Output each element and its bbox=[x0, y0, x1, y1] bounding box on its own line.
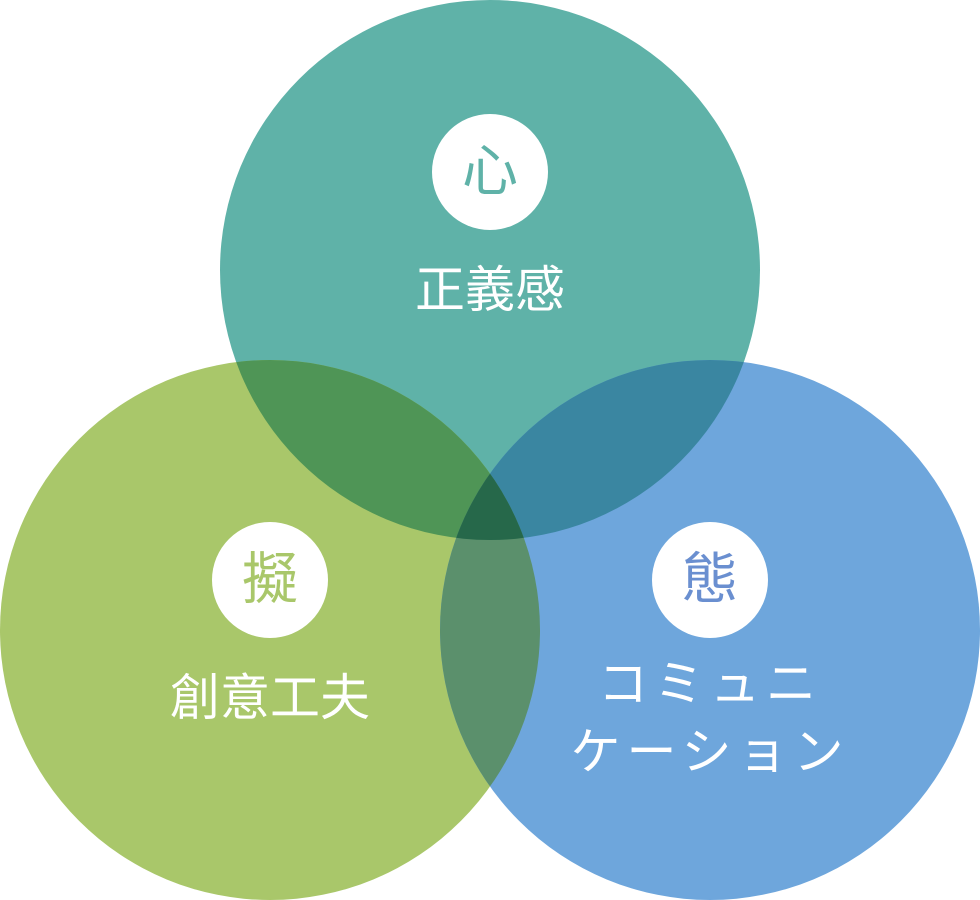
heart-badge bbox=[432, 114, 548, 230]
heart-badge-text: 心 bbox=[462, 140, 518, 205]
skill-badge-text: 擬 bbox=[242, 548, 298, 613]
skill-badge bbox=[212, 522, 328, 638]
overlap-heart-attitude bbox=[440, 360, 760, 540]
attitude-badge bbox=[652, 522, 768, 638]
attitude-label-line-2: ケーション bbox=[571, 723, 850, 781]
heart-label: 正義感 bbox=[415, 261, 565, 319]
overlap-heart-skill bbox=[220, 360, 540, 540]
attitude-label-line-1: コミュニ bbox=[598, 655, 822, 713]
attitude-group: 態 コミュニ ケーション bbox=[571, 522, 850, 781]
skill-group: 擬 創意工夫 bbox=[170, 522, 370, 727]
attitude-badge-text: 態 bbox=[682, 548, 738, 613]
heart-group: 心 正義感 bbox=[415, 114, 565, 319]
skill-label: 創意工夫 bbox=[170, 669, 370, 727]
